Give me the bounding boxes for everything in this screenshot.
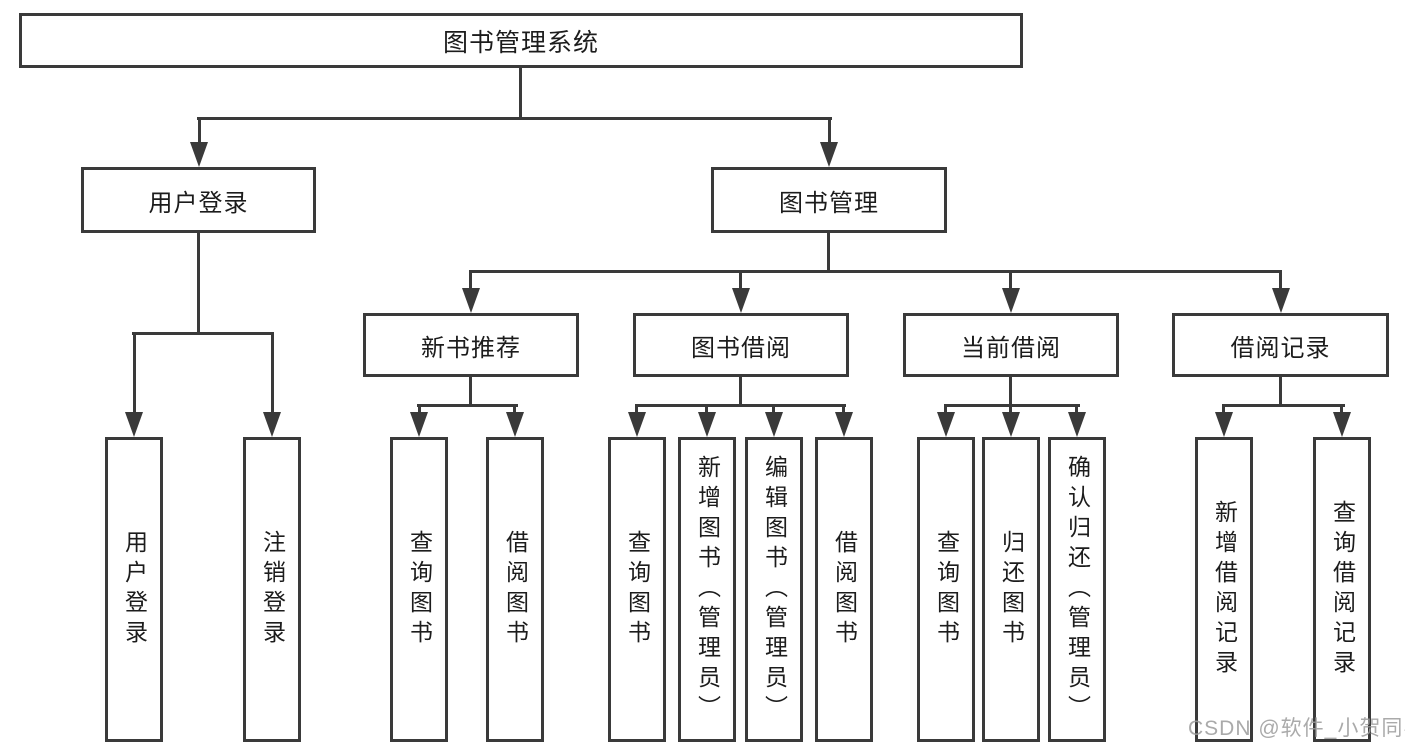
- connector-vline: [1340, 404, 1343, 414]
- connector-vline: [739, 270, 742, 291]
- node-new-book-recommendation: 新书推荐: [363, 313, 579, 377]
- leaf-borrowing-query-books: 查询图书: [608, 437, 666, 742]
- leaf-borrowing-edit-books-admin-label: 编辑图书（管理员）: [761, 454, 788, 725]
- arrowhead-down-icon: [937, 412, 955, 437]
- leaf-current-return-books-label: 归还图书: [998, 529, 1025, 650]
- leaf-borrowing-borrow-books-label: 借阅图书: [831, 529, 858, 650]
- connector-hline: [944, 404, 1080, 407]
- connector-vline: [1009, 375, 1012, 407]
- arrowhead-down-icon: [732, 288, 750, 313]
- arrowhead-down-icon: [1333, 412, 1351, 437]
- connector-vline: [1279, 270, 1282, 291]
- connector-vline: [418, 404, 421, 414]
- connector-vline: [842, 404, 845, 414]
- leaf-user-login-label: 用户登录: [121, 529, 148, 650]
- connector-vline: [271, 332, 274, 414]
- leaf-borrowing-borrow-books: 借阅图书: [815, 437, 873, 742]
- arrowhead-down-icon: [1068, 412, 1086, 437]
- leaf-current-query-books-label: 查询图书: [933, 529, 960, 650]
- node-user-login: 用户登录: [81, 167, 316, 233]
- connector-hline: [469, 270, 1282, 273]
- leaf-borrowing-edit-books-admin: 编辑图书（管理员）: [745, 437, 803, 742]
- node-book-borrowing: 图书借阅: [633, 313, 849, 377]
- leaf-recommend-query-books-label: 查询图书: [406, 529, 433, 650]
- connector-vline: [198, 117, 201, 145]
- leaf-logout-label: 注销登录: [259, 529, 286, 650]
- connector-vline: [469, 270, 472, 291]
- arrowhead-down-icon: [765, 412, 783, 437]
- connector-vline: [827, 231, 830, 273]
- arrowhead-down-icon: [506, 412, 524, 437]
- connector-vline: [739, 375, 742, 407]
- connector-vline: [1009, 404, 1012, 414]
- connector-vline: [944, 404, 947, 414]
- leaf-borrowing-add-books-admin-label: 新增图书（管理员）: [694, 454, 721, 725]
- leaf-current-query-books: 查询图书: [917, 437, 975, 742]
- arrowhead-down-icon: [835, 412, 853, 437]
- leaf-user-login: 用户登录: [105, 437, 163, 742]
- arrowhead-down-icon: [462, 288, 480, 313]
- leaf-recommend-query-books: 查询图书: [390, 437, 448, 742]
- node-borrowing-records: 借阅记录: [1172, 313, 1389, 377]
- connector-vline: [513, 404, 516, 414]
- leaf-current-confirm-return-admin-label: 确认归还（管理员）: [1064, 454, 1091, 725]
- leaf-borrowing-query-books-label: 查询图书: [624, 529, 651, 650]
- leaf-records-query-borrow-record-label: 查询借阅记录: [1329, 499, 1356, 680]
- node-library-management-system: 图书管理系统: [19, 13, 1023, 68]
- arrowhead-down-icon: [410, 412, 428, 437]
- leaf-recommend-borrow-books: 借阅图书: [486, 437, 544, 742]
- leaf-records-add-borrow-record-label: 新增借阅记录: [1211, 499, 1238, 680]
- node-current-borrowing: 当前借阅: [903, 313, 1119, 377]
- connector-vline: [828, 117, 831, 145]
- connector-vline: [133, 332, 136, 414]
- watermark: CSDN @软件_小贺同学: [1188, 717, 1405, 740]
- leaf-logout: 注销登录: [243, 437, 301, 742]
- connector-vline: [197, 231, 200, 335]
- leaf-borrowing-add-books-admin: 新增图书（管理员）: [678, 437, 736, 742]
- arrowhead-down-icon: [190, 142, 208, 167]
- connector-vline: [772, 404, 775, 414]
- leaf-current-return-books: 归还图书: [982, 437, 1040, 742]
- leaf-records-add-borrow-record: 新增借阅记录: [1195, 437, 1253, 742]
- connector-vline: [519, 66, 522, 119]
- arrowhead-down-icon: [698, 412, 716, 437]
- arrowhead-down-icon: [1215, 412, 1233, 437]
- connector-vline: [1279, 375, 1282, 407]
- connector-hline: [635, 404, 846, 407]
- connector-vline: [1075, 404, 1078, 414]
- connector-vline: [469, 375, 472, 407]
- leaf-current-confirm-return-admin: 确认归还（管理员）: [1048, 437, 1106, 742]
- arrowhead-down-icon: [820, 142, 838, 167]
- leaf-recommend-borrow-books-label: 借阅图书: [502, 529, 529, 650]
- arrowhead-down-icon: [1002, 288, 1020, 313]
- arrowhead-down-icon: [125, 412, 143, 437]
- connector-hline: [1222, 404, 1345, 407]
- connector-vline: [705, 404, 708, 414]
- node-book-management: 图书管理: [711, 167, 947, 233]
- connector-hline: [132, 332, 274, 335]
- connector-vline: [1009, 270, 1012, 291]
- arrowhead-down-icon: [1272, 288, 1290, 313]
- connector-hline: [197, 117, 832, 120]
- arrowhead-down-icon: [628, 412, 646, 437]
- arrowhead-down-icon: [263, 412, 281, 437]
- connector-vline: [1222, 404, 1225, 414]
- arrowhead-down-icon: [1002, 412, 1020, 437]
- connector-hline: [417, 404, 518, 407]
- leaf-records-query-borrow-record: 查询借阅记录: [1313, 437, 1371, 742]
- connector-vline: [635, 404, 638, 414]
